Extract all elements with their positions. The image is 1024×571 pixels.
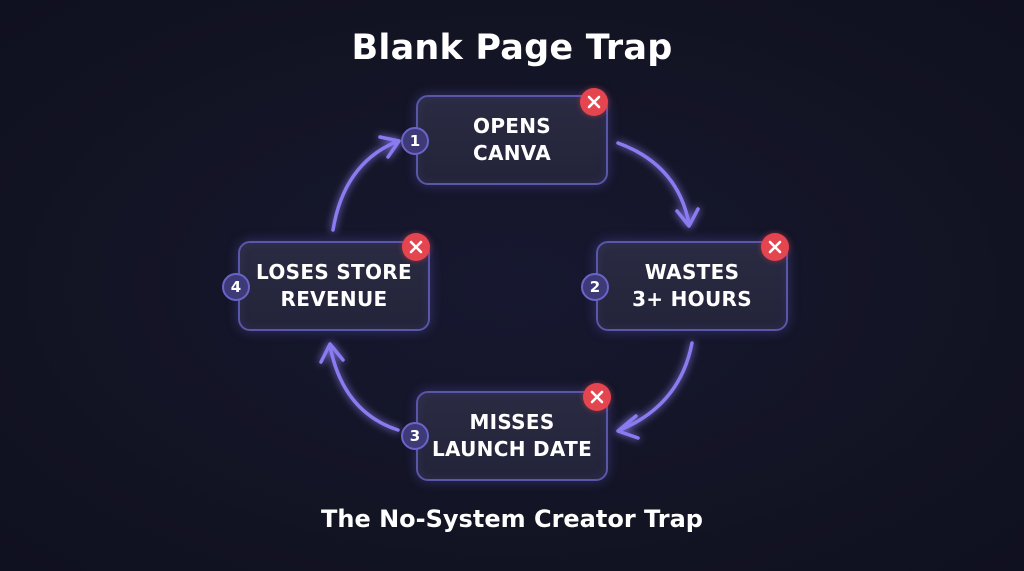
step-number-badge-2: 2 [581,273,609,301]
step-number-badge-3: 3 [401,422,429,450]
step-4-line2: REVENUE [280,287,388,311]
step-label-1: OPENS CANVA [418,113,606,167]
step-3-line1: MISSES [469,410,555,434]
step-number-badge-4: 4 [222,273,250,301]
step-number-badge-1: 1 [401,127,429,155]
step-1-line2: CANVA [473,141,551,165]
diagram-caption: The No-System Creator Trap [321,505,703,533]
close-icon [580,88,608,116]
step-card-1: OPENS CANVA [416,95,608,185]
step-card-3: MISSES LAUNCH DATE [416,391,608,481]
arrow-step1-to-step2 [616,141,700,228]
step-card-2: WASTES 3+ HOURS [596,241,788,331]
step-1-line1: OPENS [473,114,551,138]
step-label-2: WASTES 3+ HOURS [598,259,786,313]
arrow-step2-to-step3 [616,341,694,440]
close-icon [583,383,611,411]
step-2-line2: 3+ HOURS [632,287,752,311]
step-3-line2: LAUNCH DATE [431,437,593,461]
step-2-line1: WASTES [644,260,740,284]
page-title: Blank Page Trap [351,28,673,68]
close-icon [402,233,430,261]
step-label-3: MISSES LAUNCH DATE [418,409,606,463]
arrow-step3-to-step4 [319,342,400,432]
step-label-4: LOSES STORE REVENUE [240,259,428,313]
step-4-line1: LOSES STORE [256,260,412,284]
arrow-step4-to-step1 [331,135,401,232]
close-icon [761,233,789,261]
